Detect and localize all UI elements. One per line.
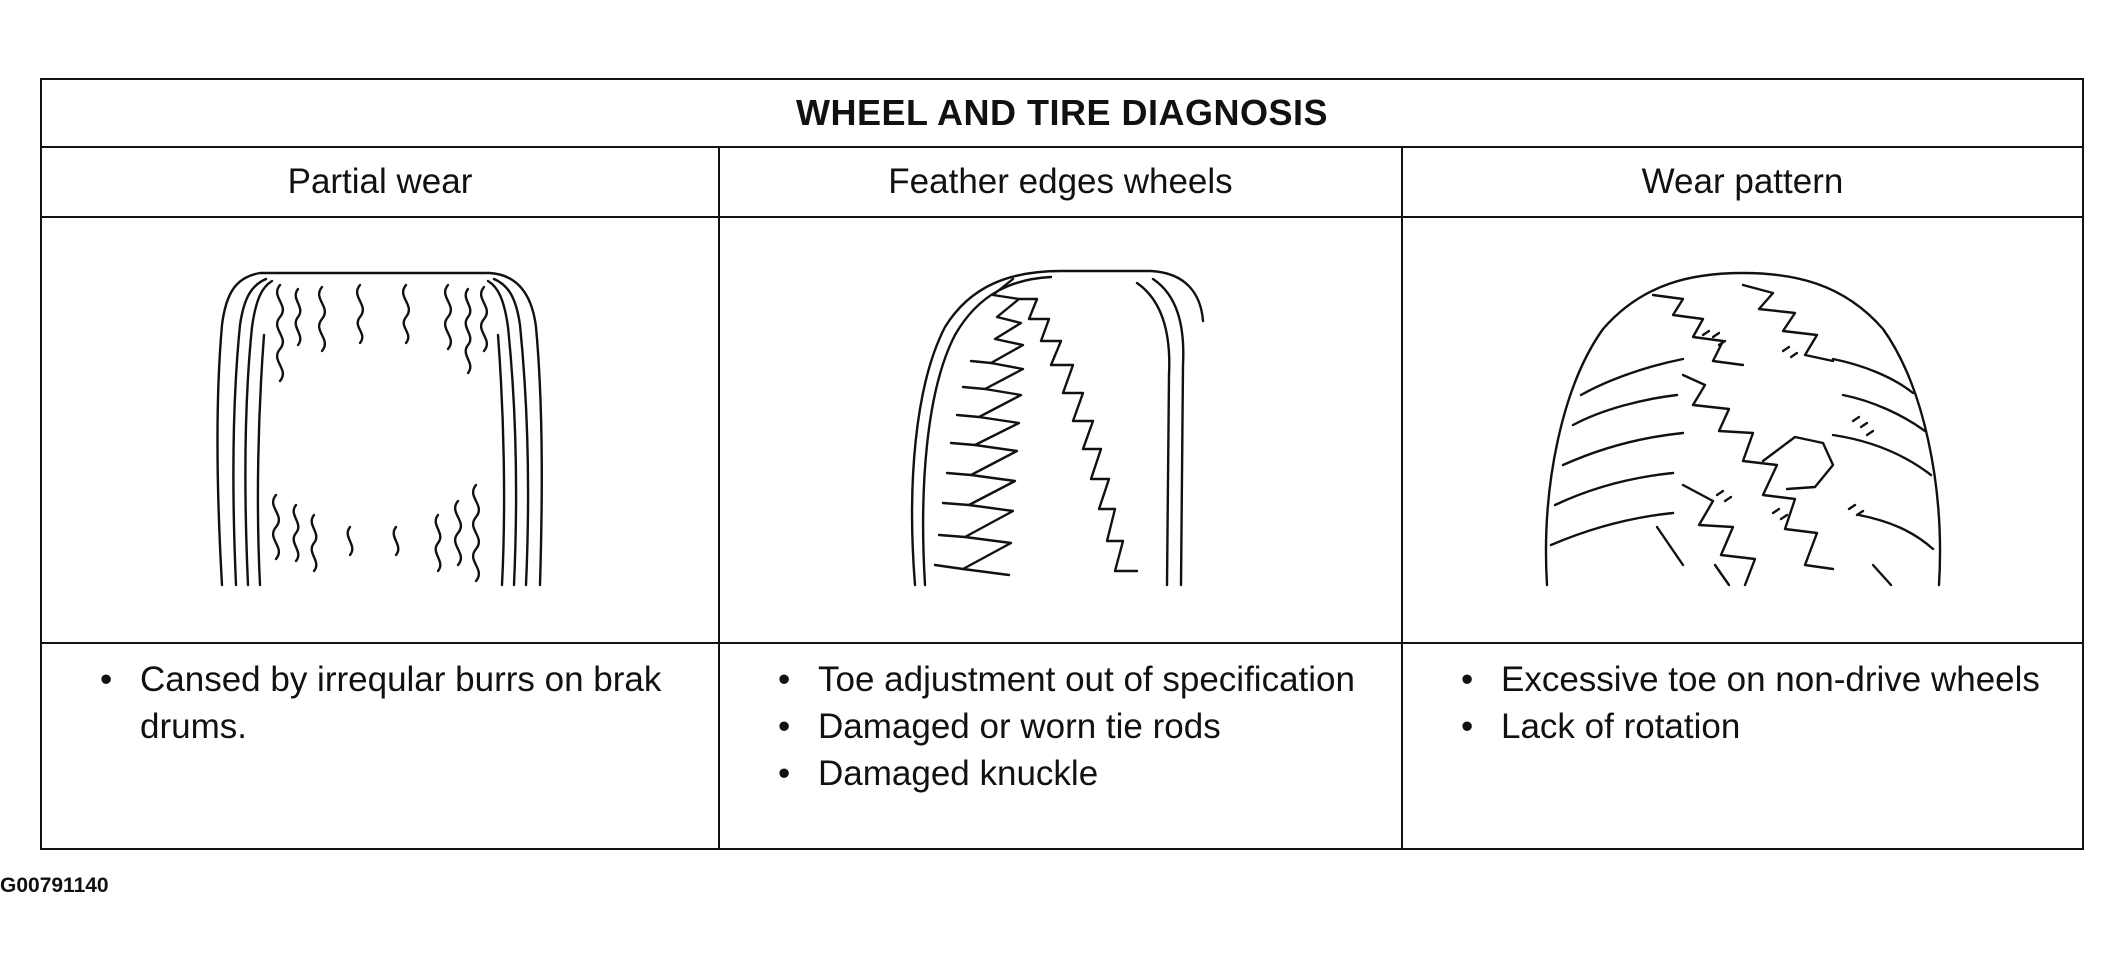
figure-id: G00791140: [0, 874, 109, 897]
bullet: •: [778, 754, 791, 793]
partial-wear-illustration-cell: [42, 218, 720, 644]
cause-text: Lack of rotation: [1501, 707, 1741, 746]
causes-partial-wear: • Cansed by irreqular burrs on brak drum…: [42, 644, 720, 848]
partial-wear-tire-icon: [216, 271, 543, 587]
wear-pattern-tire-icon: [1544, 271, 1941, 587]
list-item: • Cansed by irreqular burrs on brak drum…: [100, 656, 718, 750]
list-item: • Toe adjustment out of specification: [778, 656, 1401, 703]
list-item: • Damaged or worn tie rods: [778, 703, 1401, 750]
bullet: •: [100, 660, 113, 699]
table-title: WHEEL AND TIRE DIAGNOSIS: [42, 80, 2082, 148]
cause-text: Damaged knuckle: [818, 754, 1099, 793]
list-item: • Excessive toe on non-drive wheels: [1461, 656, 2082, 703]
causes-feather-edges: • Toe adjustment out of specification • …: [720, 644, 1403, 848]
cause-text: Cansed by irreqular burrs on brak drums.: [140, 660, 662, 746]
list-item: • Lack of rotation: [1461, 703, 2082, 750]
header-wear-pattern: Wear pattern: [1403, 148, 2082, 218]
cause-text: Excessive toe on non-drive wheels: [1501, 660, 2040, 699]
header-feather-edges: Feather edges wheels: [720, 148, 1403, 218]
bullet: •: [778, 707, 791, 746]
wheel-tire-diagnosis-table: WHEEL AND TIRE DIAGNOSIS Partial wear Fe…: [40, 78, 2084, 850]
header-partial-wear: Partial wear: [42, 148, 720, 218]
bullet: •: [778, 660, 791, 699]
causes-wear-pattern: • Excessive toe on non-drive wheels • La…: [1403, 644, 2082, 848]
feather-edge-tire-icon: [910, 269, 1204, 587]
bullet: •: [1461, 660, 1474, 699]
bullet: •: [1461, 707, 1474, 746]
wear-pattern-illustration-cell: [1403, 218, 2082, 644]
cause-text: Toe adjustment out of specification: [818, 660, 1355, 699]
feather-edge-illustration-cell: [720, 218, 1403, 644]
list-item: • Damaged knuckle: [778, 750, 1401, 797]
cause-text: Damaged or worn tie rods: [818, 707, 1221, 746]
